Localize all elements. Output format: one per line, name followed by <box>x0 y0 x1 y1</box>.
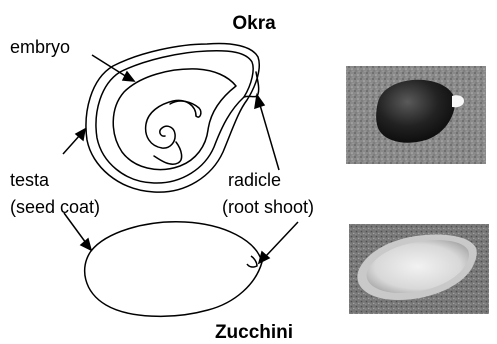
zucchini-testa-outline <box>85 222 262 317</box>
zucchini-seed-drawing <box>85 222 262 317</box>
label-root-shoot: (root shoot) <box>222 197 314 217</box>
zucchini-seed-photo <box>349 224 489 314</box>
leader-lines <box>63 55 298 263</box>
zucchini-title: Zucchini <box>215 322 293 343</box>
zucchini-radicle-notch <box>247 256 257 267</box>
embryo-arrowhead <box>123 72 134 81</box>
radicle-arrowhead <box>255 95 264 108</box>
okra-embryo-spiral <box>146 100 196 148</box>
label-seed-coat: (seed coat) <box>10 197 100 217</box>
okra-cotyledon-outer <box>113 69 236 170</box>
label-testa: testa <box>10 170 50 190</box>
label-embryo: embryo <box>10 37 70 57</box>
okra-seed-photo <box>346 66 486 164</box>
okra-embryo-curl <box>154 142 182 164</box>
okra-title: Okra <box>232 13 276 34</box>
seed-coat-arrowhead <box>81 239 91 250</box>
label-radicle: radicle <box>228 170 281 190</box>
